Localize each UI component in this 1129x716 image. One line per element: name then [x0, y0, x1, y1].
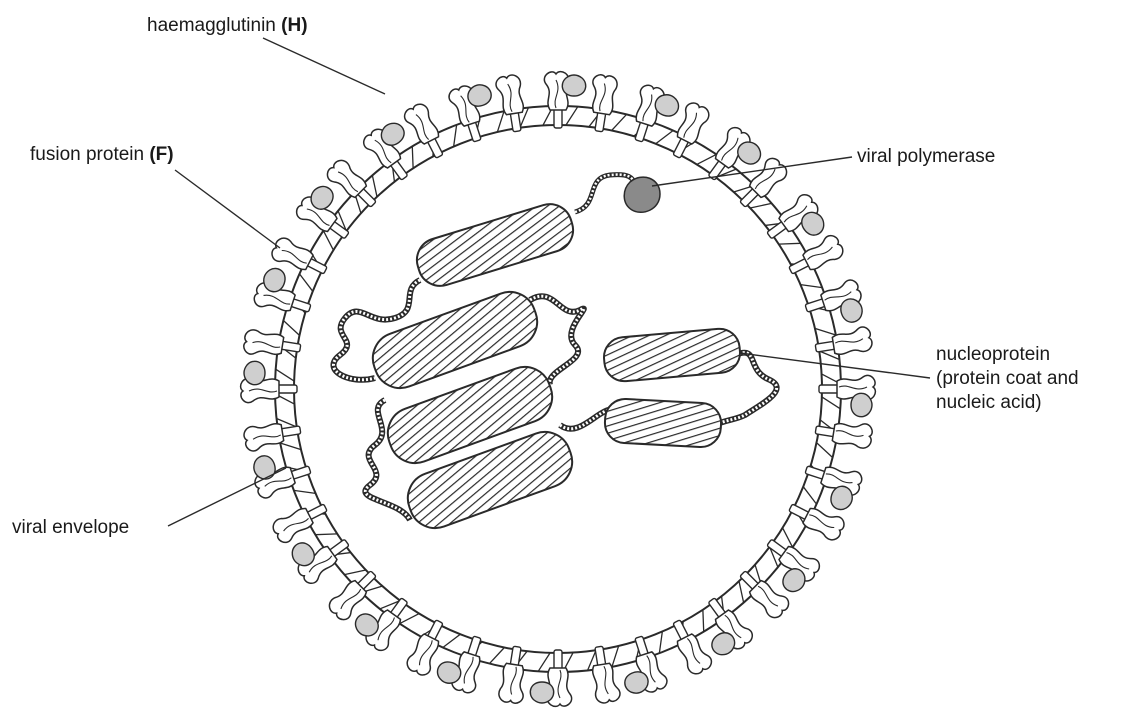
viral-polymerase-label: viral polymerase — [857, 145, 995, 169]
nucleoprotein-line-2: (protein coat and — [936, 367, 1079, 391]
nucleoprotein-line-3: nucleic acid) — [936, 391, 1079, 415]
nucleoprotein-segments — [333, 175, 776, 536]
fusion-protein-label: fusion protein (F) — [30, 143, 174, 167]
haemagglutinin-label: haemagglutinin (H) — [147, 14, 308, 38]
nucleoprotein-line-1: nucleoprotein — [936, 343, 1079, 367]
fusion-protein-text: fusion protein — [30, 144, 149, 165]
haemagglutinin-spike — [819, 375, 875, 416]
fusion-protein-spike — [324, 157, 381, 214]
fusion-protein-spike — [735, 564, 792, 621]
leader-line-haemagglutinin — [263, 38, 385, 94]
fusion-protein-spike — [667, 615, 714, 676]
viral-polymerase — [624, 177, 660, 212]
haemagglutinin-spike — [544, 72, 585, 128]
fusion-protein-spike — [784, 233, 845, 280]
nucleocapsid-coil — [411, 199, 578, 292]
nucleoprotein-label: nucleoprotein (protein coat and nucleic … — [936, 343, 1079, 415]
haemagglutinin-text: haemagglutinin — [147, 15, 281, 36]
fusion-protein-abbr: (F) — [149, 144, 173, 165]
viral-envelope-label: viral envelope — [12, 516, 129, 540]
nucleocapsid-coil — [604, 398, 722, 448]
leader-line-fusion-protein — [175, 170, 280, 248]
fusion-protein-spike — [326, 566, 383, 623]
fusion-protein-spike — [733, 155, 790, 212]
haemagglutinin-spike — [241, 361, 297, 402]
fusion-protein-spike — [402, 101, 449, 162]
haemagglutinin-spike — [530, 650, 571, 706]
fusion-protein-spike — [270, 498, 331, 545]
leader-line-nucleoprotein — [740, 353, 930, 378]
haemagglutinin-abbr: (H) — [281, 15, 307, 36]
nucleocapsid-coil — [602, 327, 741, 383]
